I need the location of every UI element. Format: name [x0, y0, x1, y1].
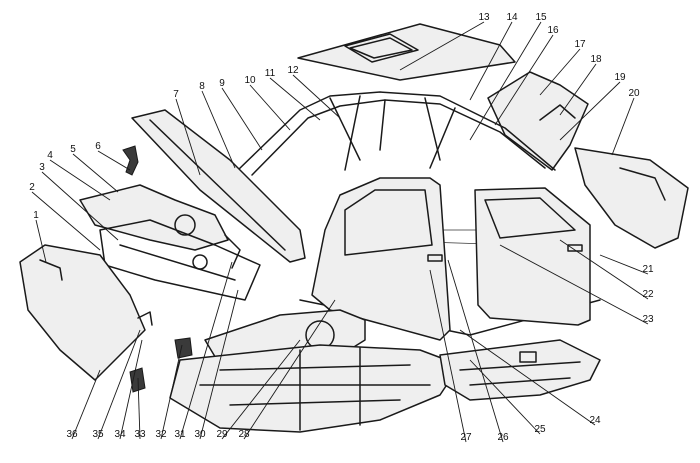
- engine-bay: [99, 214, 261, 301]
- callout-number-21: 21: [642, 264, 654, 275]
- callout-number-16: 16: [547, 25, 559, 36]
- callout-number-10: 10: [244, 75, 256, 86]
- callout-leader-18: [559, 63, 597, 116]
- callout-leader-1: [35, 219, 47, 263]
- callout-number-20: 20: [628, 88, 640, 99]
- callout-number-27: 27: [460, 432, 472, 443]
- callout-leader-34: [119, 339, 143, 440]
- callout-number-30: 30: [194, 429, 206, 440]
- callout-leader-6: [97, 150, 131, 171]
- callout-number-3: 3: [39, 162, 45, 173]
- callout-leader-15: [469, 21, 542, 141]
- callout-leader-16: [494, 34, 554, 126]
- callout-leader-22: [559, 239, 649, 300]
- callout-leader-36: [71, 369, 101, 440]
- callout-leader-11: [269, 77, 321, 121]
- callout-leader-28: [243, 299, 336, 440]
- callout-number-32: 32: [155, 429, 167, 440]
- callout-number-17: 17: [574, 39, 586, 50]
- callout-number-6: 6: [95, 141, 101, 152]
- callout-number-36: 36: [66, 429, 78, 440]
- callout-leader-27: [429, 269, 467, 443]
- callout-number-26: 26: [497, 432, 509, 443]
- callout-number-9: 9: [219, 78, 225, 89]
- callout-leader-23: [499, 244, 649, 325]
- callout-leader-7: [175, 98, 201, 176]
- callout-leader-31: [179, 261, 233, 440]
- floor-pan: [169, 344, 461, 433]
- rear-floor-panel: [439, 339, 601, 401]
- front-bumper: [19, 244, 146, 381]
- callout-leader-17: [539, 48, 581, 96]
- callout-leader-12: [292, 74, 341, 119]
- callout-number-1: 1: [33, 210, 39, 221]
- callout-leader-24: [459, 329, 596, 426]
- callout-number-33: 33: [134, 429, 146, 440]
- callout-leader-30: [199, 289, 239, 440]
- callout-leader-9: [221, 87, 263, 151]
- callout-leader-19: [559, 81, 621, 141]
- callout-leader-2: [31, 191, 101, 251]
- callout-number-34: 34: [114, 429, 126, 440]
- callout-leader-3: [41, 171, 119, 241]
- callout-leader-8: [201, 90, 236, 169]
- callout-number-8: 8: [199, 81, 205, 92]
- callout-number-7: 7: [173, 89, 179, 100]
- callout-number-22: 22: [642, 289, 654, 300]
- callout-leader-14: [469, 21, 513, 101]
- callout-leader-33: [137, 377, 141, 440]
- callout-number-18: 18: [590, 54, 602, 65]
- callout-leader-32: [160, 344, 183, 440]
- callout-number-25: 25: [534, 424, 546, 435]
- callout-leader-35: [97, 329, 141, 440]
- callout-number-31: 31: [174, 429, 186, 440]
- callout-number-12: 12: [287, 65, 299, 76]
- callout-number-23: 23: [642, 314, 654, 325]
- callout-leader-5: [72, 153, 119, 193]
- rear-door: [474, 187, 591, 326]
- callout-number-5: 5: [70, 144, 76, 155]
- roof-panel: [297, 23, 516, 81]
- small-brackets: [122, 145, 193, 393]
- callout-number-14: 14: [506, 12, 518, 23]
- callout-number-29: 29: [216, 429, 228, 440]
- callout-number-2: 2: [29, 182, 35, 193]
- callout-leader-29: [221, 339, 301, 440]
- callout-number-13: 13: [478, 12, 490, 23]
- callout-number-15: 15: [535, 12, 547, 23]
- callout-leader-21: [599, 254, 649, 275]
- callout-number-19: 19: [614, 72, 626, 83]
- callout-number-24: 24: [589, 415, 601, 426]
- callout-leader-10: [249, 84, 291, 131]
- callout-leader-4: [49, 159, 111, 201]
- callout-number-28: 28: [238, 429, 250, 440]
- callout-leader-20: [611, 97, 635, 156]
- callout-number-11: 11: [265, 68, 276, 79]
- hood: [131, 109, 306, 263]
- callout-number-4: 4: [47, 150, 53, 161]
- callout-leader-26: [447, 259, 504, 443]
- callout-number-35: 35: [92, 429, 104, 440]
- front-door: [311, 177, 451, 341]
- rear-bumper: [574, 147, 689, 249]
- callout-leader-13: [399, 21, 485, 71]
